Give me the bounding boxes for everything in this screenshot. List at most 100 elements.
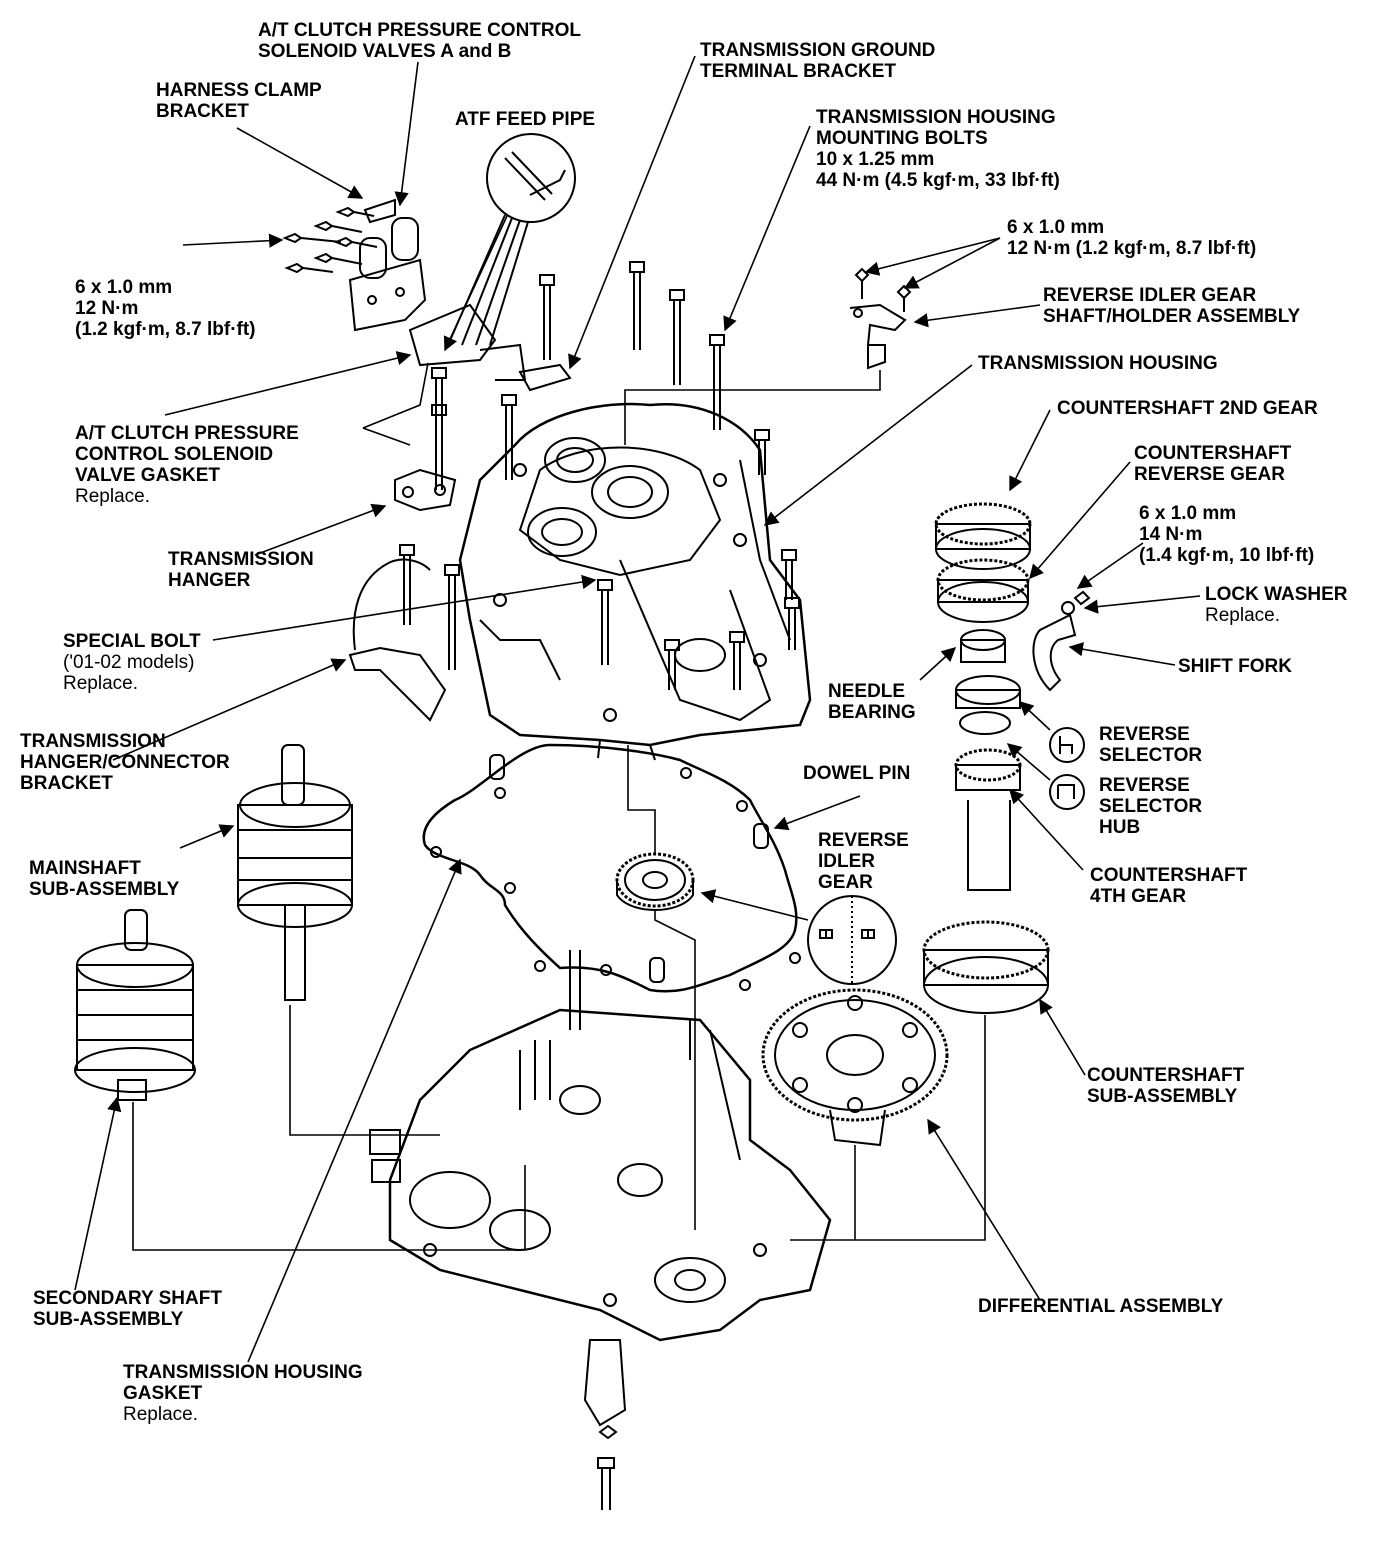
label-transmission-hanger: TRANSMISSION HANGER	[168, 549, 314, 591]
label-bolt-6x1-a-line2: 12 N·m	[75, 298, 139, 319]
label-housing-bolts-line2: MOUNTING BOLTS	[816, 128, 988, 149]
lower-bracket-icon	[583, 1339, 627, 1510]
label-atf-feed-pipe-line1: ATF FEED PIPE	[455, 109, 596, 130]
label-valve-gasket-line1: A/T CLUTCH PRESSURE	[75, 423, 299, 444]
label-special-bolt-line3: Replace.	[63, 673, 138, 694]
housing-gasket-icon	[422, 743, 801, 993]
label-reverse-selector-hub-line2: SELECTOR	[1099, 796, 1203, 817]
transmission-case-icon	[369, 950, 832, 1342]
label-reverse-idler-gear-line3: GEAR	[818, 872, 873, 893]
label-transmission-hanger-line1: TRANSMISSION	[168, 549, 314, 570]
label-valve-gasket: A/T CLUTCH PRESSURE CONTROL SOLENOID VAL…	[75, 423, 299, 507]
label-ground-terminal: TRANSMISSION GROUND TERMINAL BRACKET	[700, 40, 935, 82]
label-bolt-6x1-c-line2: 14 N·m	[1139, 524, 1203, 545]
label-bolt-6x1-c-line3: (1.4 kgf·m, 10 lbf·ft)	[1139, 545, 1315, 566]
label-secondary-shaft-line1: SECONDARY SHAFT	[33, 1288, 222, 1309]
label-hanger-connector-line1: TRANSMISSION	[20, 731, 166, 752]
countershaft-gears-icon	[922, 502, 1050, 1014]
label-housing-bolts-line3: 10 x 1.25 mm	[816, 149, 935, 170]
label-harness-clamp-line2: BRACKET	[156, 101, 249, 122]
label-countershaft-4th-line1: COUNTERSHAFT	[1090, 865, 1248, 886]
label-reverse-idler-shaft: REVERSE IDLER GEAR SHAFT/HOLDER ASSEMBLY	[1043, 285, 1300, 327]
label-countershaft-2nd: COUNTERSHAFT 2ND GEAR	[1057, 398, 1318, 419]
label-housing-gasket-line2: GASKET	[123, 1383, 203, 1404]
label-countershaft-sub: COUNTERSHAFT SUB-ASSEMBLY	[1087, 1065, 1244, 1107]
label-housing-bolts-line4: 44 N·m (4.5 kgf·m, 33 lbf·ft)	[816, 170, 1060, 191]
shift-fork-icon	[1032, 590, 1091, 692]
label-reverse-idler-gear: REVERSE IDLER GEAR	[818, 830, 909, 893]
label-needle-bearing: NEEDLE BEARING	[828, 681, 916, 723]
label-valve-gasket-line4: Replace.	[75, 486, 150, 507]
label-special-bolt: SPECIAL BOLT ('01-02 models) Replace.	[63, 631, 201, 694]
label-countershaft-4th-line2: 4TH GEAR	[1090, 886, 1187, 907]
reverse-selector-symbol-icon	[1049, 727, 1085, 763]
label-bolt-6x1-c-line1: 6 x 1.0 mm	[1139, 503, 1237, 524]
label-countershaft-reverse-line2: REVERSE GEAR	[1134, 464, 1285, 485]
label-lock-washer-line1: LOCK WASHER	[1205, 584, 1348, 605]
dowel-pin-icon	[489, 754, 769, 983]
label-hanger-connector-line2: HANGER/CONNECTOR	[20, 752, 230, 773]
label-reverse-idler-shaft-line2: SHAFT/HOLDER ASSEMBLY	[1043, 306, 1301, 327]
housing-bolts-icon	[399, 261, 800, 690]
label-reverse-idler-shaft-line1: REVERSE IDLER GEAR	[1043, 285, 1257, 306]
label-secondary-shaft-line2: SUB-ASSEMBLY	[33, 1309, 184, 1330]
label-reverse-selector: REVERSE SELECTOR	[1099, 724, 1202, 766]
label-mainshaft: MAINSHAFT SUB-ASSEMBLY	[29, 858, 179, 900]
reverse-idler-shaft-icon	[849, 267, 912, 370]
label-bolt-6x1-c: 6 x 1.0 mm 14 N·m (1.4 kgf·m, 10 lbf·ft)	[1139, 503, 1314, 566]
label-countershaft-sub-line2: SUB-ASSEMBLY	[1087, 1086, 1238, 1107]
label-housing-bolts-line1: TRANSMISSION HOUSING	[816, 107, 1056, 128]
secondary-shaft-icon	[74, 909, 196, 1101]
hanger-connector-bracket-icon	[348, 558, 447, 722]
label-needle-bearing-line1: NEEDLE	[828, 681, 906, 702]
label-clutch-valves: A/T CLUTCH PRESSURE CONTROL SOLENOID VAL…	[258, 20, 581, 62]
label-bolt-6x1-b-line2: 12 N·m (1.2 kgf·m, 8.7 lbf·ft)	[1007, 238, 1257, 259]
label-hanger-connector: TRANSMISSION HANGER/CONNECTOR BRACKET	[20, 731, 230, 794]
atf-feed-pipe-icon	[447, 133, 576, 346]
label-clutch-valves-line1: A/T CLUTCH PRESSURE CONTROL	[258, 20, 581, 41]
label-shift-fork-line1: SHIFT FORK	[1178, 656, 1292, 677]
label-reverse-selector-line1: REVERSE	[1099, 724, 1190, 745]
label-lock-washer: LOCK WASHER Replace.	[1205, 584, 1348, 626]
label-bolt-6x1-b: 6 x 1.0 mm 12 N·m (1.2 kgf·m, 8.7 lbf·ft…	[1007, 217, 1256, 259]
label-valve-gasket-line2: CONTROL SOLENOID	[75, 444, 274, 465]
reverse-idler-gear-detail-icon	[807, 895, 897, 985]
label-clutch-valves-line2: SOLENOID VALVES A and B	[258, 41, 512, 62]
label-harness-clamp-line1: HARNESS CLAMP	[156, 80, 322, 101]
mainshaft-icon	[237, 744, 353, 1001]
label-special-bolt-line2: ('01-02 models)	[63, 652, 195, 673]
label-ground-terminal-line1: TRANSMISSION GROUND	[700, 40, 936, 61]
label-reverse-idler-gear-line2: IDLER	[818, 851, 875, 872]
label-needle-bearing-line2: BEARING	[828, 702, 916, 723]
label-countershaft-4th: COUNTERSHAFT 4TH GEAR	[1090, 865, 1247, 907]
label-housing-gasket: TRANSMISSION HOUSING GASKET Replace.	[123, 1362, 363, 1425]
label-countershaft-2nd-line1: COUNTERSHAFT 2ND GEAR	[1057, 398, 1318, 419]
label-ground-terminal-line2: TERMINAL BRACKET	[700, 61, 896, 82]
reverse-idler-gear-icon	[615, 852, 695, 911]
label-countershaft-reverse: COUNTERSHAFT REVERSE GEAR	[1134, 443, 1291, 485]
label-reverse-selector-line2: SELECTOR	[1099, 745, 1203, 766]
label-bolt-6x1-a-line3: (1.2 kgf·m, 8.7 lbf·ft)	[75, 319, 256, 340]
label-countershaft-sub-line1: COUNTERSHAFT	[1087, 1065, 1245, 1086]
label-special-bolt-line1: SPECIAL BOLT	[63, 631, 201, 652]
label-differential: DIFFERENTIAL ASSEMBLY	[978, 1296, 1223, 1317]
label-dowel-pin: DOWEL PIN	[803, 763, 910, 784]
label-housing-bolts: TRANSMISSION HOUSING MOUNTING BOLTS 10 x…	[816, 107, 1060, 191]
label-housing-gasket-line3: Replace.	[123, 1404, 198, 1425]
label-differential-line1: DIFFERENTIAL ASSEMBLY	[978, 1296, 1224, 1317]
label-harness-clamp: HARNESS CLAMP BRACKET	[156, 80, 322, 122]
label-mainshaft-line1: MAINSHAFT	[29, 858, 141, 879]
label-transmission-hanger-line2: HANGER	[168, 570, 251, 591]
transmission-housing-icon	[458, 402, 812, 761]
label-hanger-connector-line3: BRACKET	[20, 773, 113, 794]
label-atf-feed-pipe: ATF FEED PIPE	[455, 109, 595, 130]
label-transmission-housing-line1: TRANSMISSION HOUSING	[978, 353, 1218, 374]
small-bolts-icon	[282, 206, 378, 274]
label-transmission-housing: TRANSMISSION HOUSING	[978, 353, 1218, 374]
label-housing-gasket-line1: TRANSMISSION HOUSING	[123, 1362, 363, 1383]
label-bolt-6x1-b-line1: 6 x 1.0 mm	[1007, 217, 1105, 238]
label-lock-washer-line2: Replace.	[1205, 605, 1280, 626]
label-dowel-pin-line1: DOWEL PIN	[803, 763, 911, 784]
label-reverse-selector-hub-line1: REVERSE	[1099, 775, 1190, 796]
